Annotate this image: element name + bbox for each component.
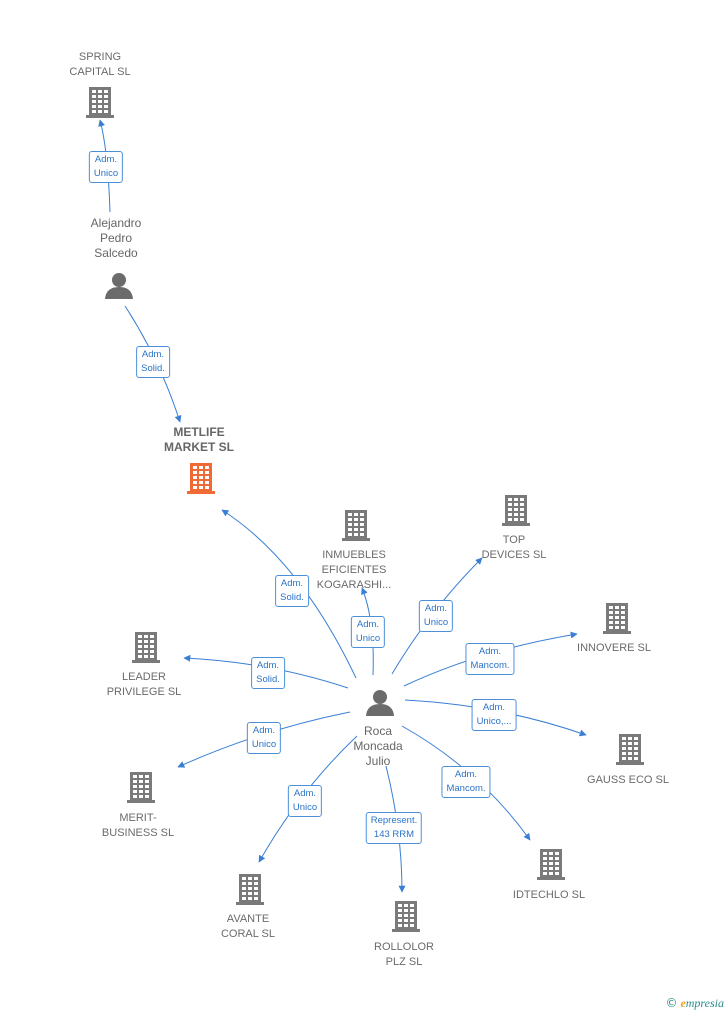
- node-label-idtechlo[interactable]: IDTECHLO SL: [512, 889, 586, 901]
- edge-label-roca-to-idtechlo[interactable]: Adm. Mancom.: [441, 766, 491, 798]
- brand-name: mpresia: [685, 996, 724, 1010]
- node-label-merit[interactable]: MERIT- BUSINESS SL: [101, 812, 175, 839]
- edge-label-roca-to-metlife[interactable]: Adm. Solid.: [275, 575, 309, 607]
- main-company-icon-metlife[interactable]: [187, 463, 215, 494]
- node-label-alejandro[interactable]: Alejandro Pedro Salcedo: [90, 216, 142, 260]
- edge-label-roca-to-top[interactable]: Adm. Unico: [418, 600, 454, 632]
- building-icon-idtechlo[interactable]: [537, 849, 565, 880]
- node-label-roca[interactable]: Roca Moncada Julio: [353, 724, 403, 768]
- brand-footer: ©empresia: [665, 996, 724, 1011]
- node-label-rollolor[interactable]: ROLLOLOR PLZ SL: [374, 941, 434, 968]
- building-icon-avante[interactable]: [236, 874, 264, 905]
- building-icon-innovere[interactable]: [603, 603, 631, 634]
- node-label-avante[interactable]: AVANTE CORAL SL: [220, 913, 276, 940]
- edge-label-roca-to-merit[interactable]: Adm. Unico: [246, 722, 282, 754]
- building-icon-inmuebles[interactable]: [342, 510, 370, 541]
- building-icon-leader[interactable]: [132, 632, 160, 663]
- copyright-icon: ©: [665, 996, 678, 1010]
- edge-label-roca-to-innovere[interactable]: Adm. Mancom.: [465, 643, 515, 675]
- building-icon-rollolor[interactable]: [392, 901, 420, 932]
- building-icon-top[interactable]: [502, 495, 530, 526]
- edge-label-alejandro-to-spring[interactable]: Adm. Unico: [88, 151, 124, 183]
- edge-label-roca-to-rollolor[interactable]: Represent. 143 RRM: [365, 812, 423, 844]
- person-icon-roca[interactable]: [366, 690, 394, 716]
- person-icon-alejandro[interactable]: [105, 273, 133, 299]
- building-icon-merit[interactable]: [127, 772, 155, 803]
- node-label-metlife[interactable]: METLIFE MARKET SL: [164, 425, 234, 454]
- edge-label-roca-to-inmuebles[interactable]: Adm. Unico: [350, 616, 386, 648]
- brand-initial: e: [680, 996, 686, 1010]
- node-label-spring[interactable]: SPRING CAPITAL SL: [69, 51, 131, 78]
- node-label-innovere[interactable]: INNOVERE SL: [577, 642, 651, 654]
- edge-label-roca-to-gauss[interactable]: Adm. Unico,...: [471, 699, 517, 731]
- node-label-leader[interactable]: LEADER PRIVILEGE SL: [106, 671, 182, 698]
- edge-label-alejandro-to-metlife[interactable]: Adm. Solid.: [136, 346, 170, 378]
- building-icon-spring[interactable]: [86, 87, 114, 118]
- node-label-gauss[interactable]: GAUSS ECO SL: [587, 774, 669, 786]
- edge-label-roca-to-avante[interactable]: Adm. Unico: [287, 785, 323, 817]
- node-label-top[interactable]: TOP DEVICES SL: [481, 534, 547, 561]
- edge-label-roca-to-leader[interactable]: Adm. Solid.: [251, 657, 285, 689]
- building-icon-gauss[interactable]: [616, 734, 644, 765]
- node-label-inmuebles[interactable]: INMUEBLES EFICIENTES KOGARASHI...: [316, 549, 392, 591]
